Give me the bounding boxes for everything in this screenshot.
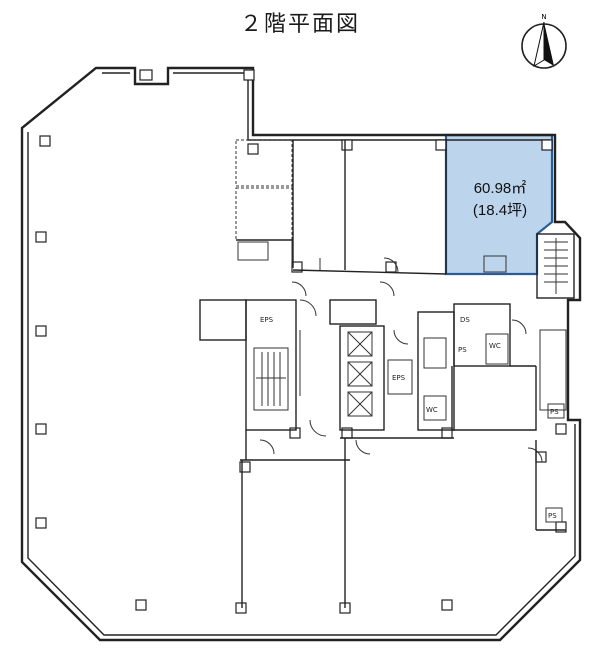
unit-area: 60.98㎡ (473, 180, 527, 197)
columns (35, 69, 567, 614)
unit-area-label: 60.98㎡ (18.4坪) (452, 178, 548, 222)
eps-left-label: EPS (260, 316, 274, 324)
eps-core-label: EPS (392, 374, 406, 382)
stair-left (256, 352, 286, 406)
ds-label: DS (460, 316, 470, 324)
ps-2-label: PS (550, 408, 559, 416)
unit-door (483, 255, 507, 273)
floor-plan-title: ２階平面図 (239, 12, 360, 37)
building-outline (20, 66, 582, 642)
wc-1-label: WC (489, 342, 501, 350)
ps-3-label: PS (548, 512, 557, 520)
core: EPS EPS WC DS PS WC (199, 299, 537, 437)
north-arrow-icon: N (521, 13, 567, 69)
right-service: PS PS (527, 233, 575, 531)
lower-partitions (240, 281, 454, 608)
unit-tsubo: (18.4坪) (472, 202, 528, 219)
north-label: N (541, 13, 546, 21)
wc-2-label: WC (426, 406, 438, 414)
upper-partitions (235, 139, 447, 275)
ps-1-label: PS (458, 346, 467, 354)
